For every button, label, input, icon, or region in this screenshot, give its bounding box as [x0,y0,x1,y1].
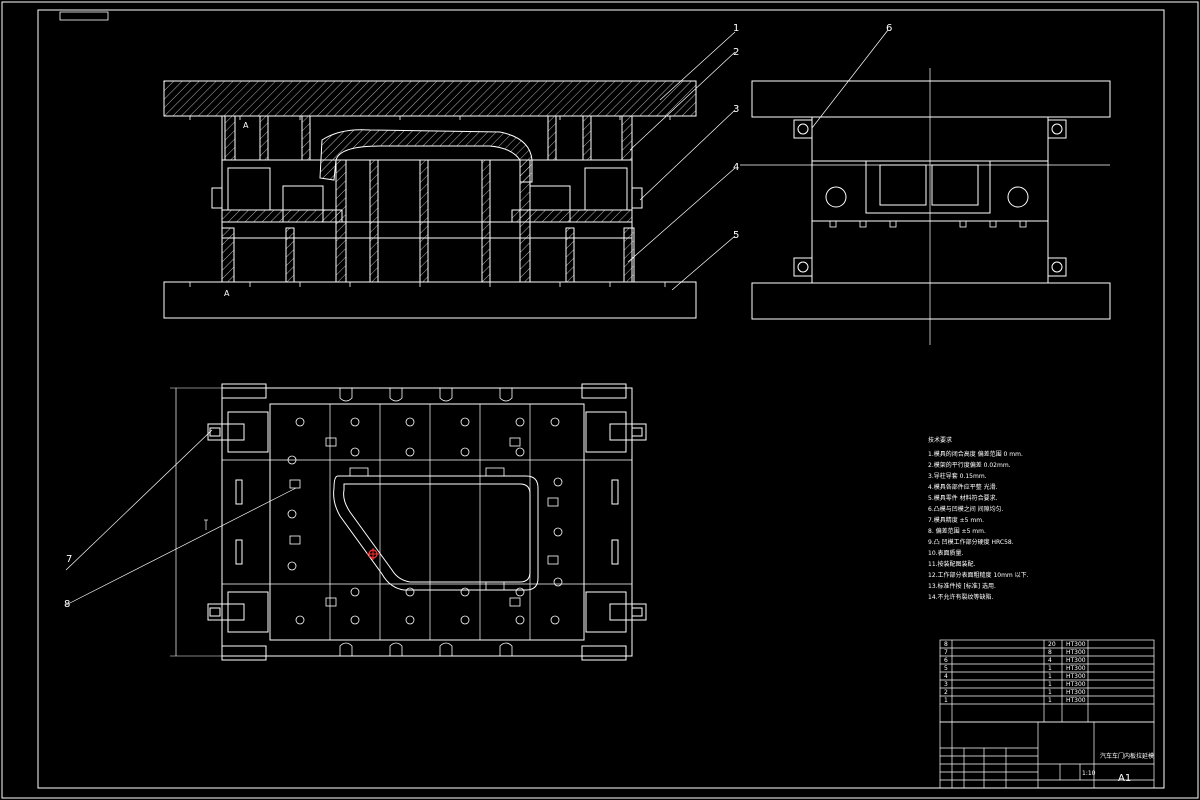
bom-qty: 1 [1048,681,1052,688]
bom-material: HT300 [1066,649,1086,656]
tech-line: 8. 偏差范围 ±5 mm. [928,527,986,535]
bom-table [939,639,1155,723]
technical-requirements: 技术要求 1.模具的闭合高度 偏差范围 0 mm. 2.模架的平行度偏差 0.0… [928,436,1029,601]
tech-line: 9.凸 凹模工作部分硬度 HRC58. [928,538,1014,546]
bom-material: HT300 [1066,673,1086,680]
tech-line: 1.模具的闭合高度 偏差范围 0 mm. [928,450,1023,458]
drawing-name: 汽车车门内板拉延模 [1100,752,1154,760]
bom-qty: 8 [1048,649,1052,656]
bom-qty: 1 [1048,689,1052,696]
callout-5: 5 [733,230,739,241]
plan-view [170,383,647,661]
bom-qty: 1 [1048,673,1052,680]
tech-line: 3.导柱导套 0.15mm. [928,472,987,480]
callout-1: 1 [733,23,739,34]
bom-qty: 20 [1048,641,1056,648]
tech-line: 2.模架的平行度偏差 0.02mm. [928,461,1011,469]
sheet-inner-border [37,9,1165,789]
corner-box [59,11,109,21]
bom-no: 1 [944,697,948,704]
bom-material: HT300 [1066,681,1086,688]
tech-line: 5.模具零件 材料符合要求. [928,494,998,502]
leader-lines [65,29,889,606]
side-view [740,68,1111,345]
bom-no: 8 [944,641,948,648]
tech-line: 12.工作部分表面粗糙度 10mm 以下. [928,571,1029,579]
bom-material: HT300 [1066,665,1086,672]
tech-line: 13.标准件按 [标准] 选用. [928,582,996,590]
title-block [939,721,1155,789]
tech-title: 技术要求 [928,436,952,444]
callout-3: 3 [733,104,739,115]
callout-6: 6 [886,23,892,34]
tech-line: 4.模具各部件应平整 光滑. [928,483,998,491]
callout-7: 7 [66,554,72,565]
bom-material: HT300 [1066,697,1086,704]
tech-line: 10.表面质量. [928,549,964,557]
bom-material: HT300 [1066,657,1086,664]
sheet-size: A1 [1118,773,1131,784]
tech-line: 14.不允许有裂纹等缺陷. [928,593,994,601]
bom-no: 6 [944,657,948,664]
tech-line: 7.模具精度 ±5 mm. [928,516,984,524]
scale-value: 1:10 [1082,770,1096,777]
bom-no: 7 [944,649,948,656]
section-mark-top: A [243,121,249,130]
section-mark-bottom: A [224,289,230,298]
bom-qty: 4 [1048,657,1052,664]
bom-no: 3 [944,681,948,688]
front-section-view [163,80,697,319]
tech-line: 6.凸模与凹模之间 间隙均匀. [928,505,1004,513]
bom-rows: 8 20 HT300 7 8 HT300 6 4 HT300 5 1 HT300… [944,641,1086,704]
bom-material: HT300 [1066,689,1086,696]
bom-no: 5 [944,665,948,672]
bom-material: HT300 [1066,641,1086,648]
callout-4: 4 [733,162,739,173]
bom-no: 2 [944,689,948,696]
tech-line: 11.按装配图装配. [928,560,976,568]
bom-no: 4 [944,673,948,680]
bom-qty: 1 [1048,697,1052,704]
bom-qty: 1 [1048,665,1052,672]
callout-2: 2 [733,47,739,58]
callout-8: 8 [64,599,70,610]
